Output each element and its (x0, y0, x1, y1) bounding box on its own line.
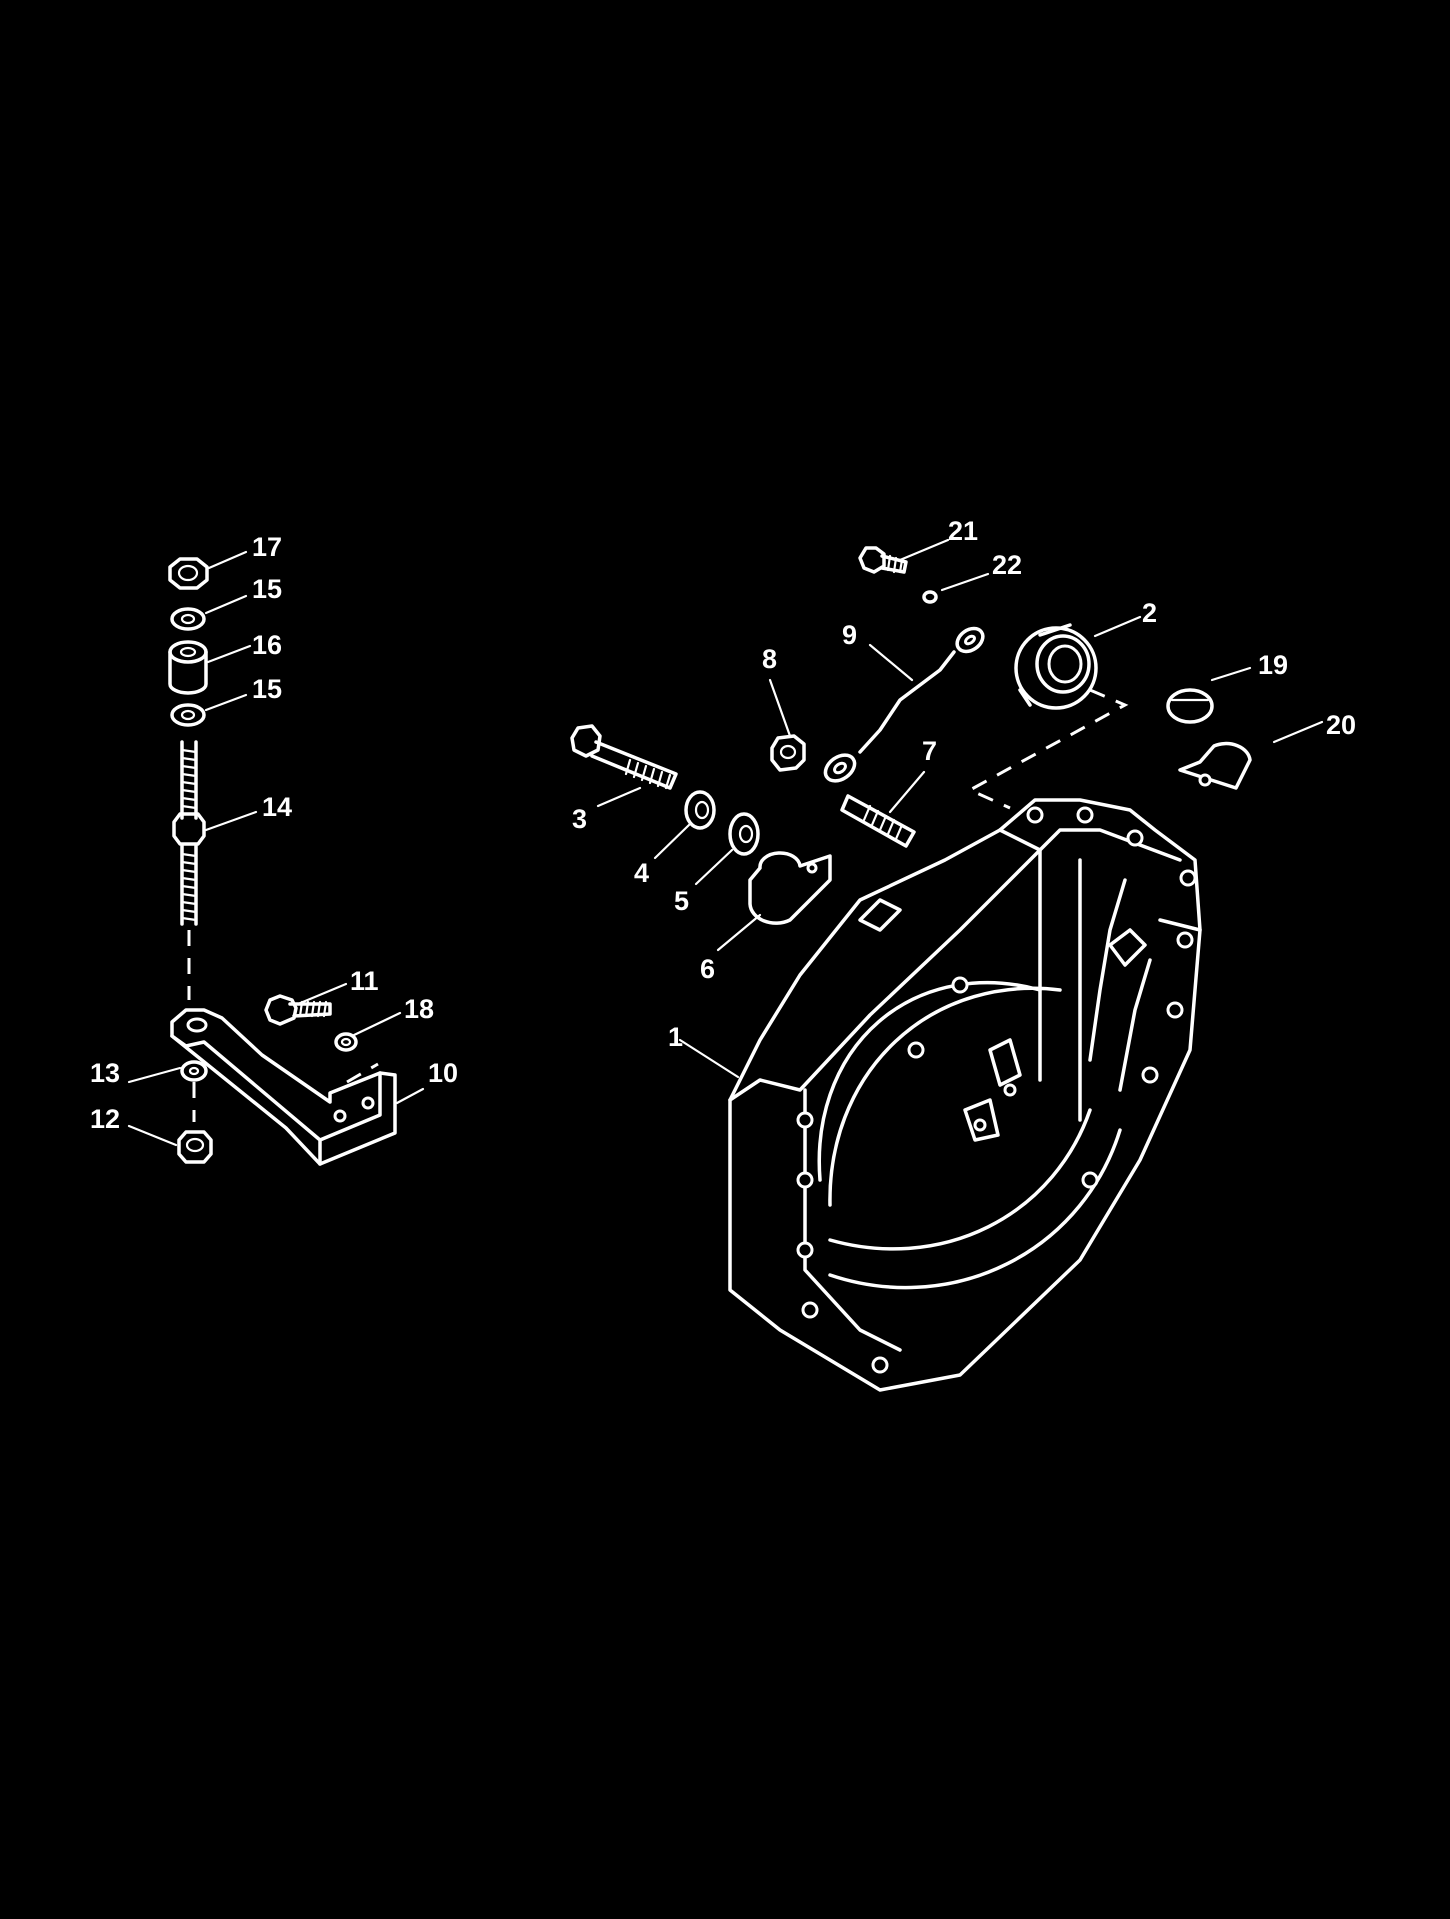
part-11-bolt (264, 994, 332, 1026)
part-7-stud (840, 794, 916, 848)
part-2-seal (1014, 623, 1098, 710)
part-12-nut (177, 1130, 213, 1164)
right-housing-assembly (570, 546, 1252, 1392)
callout-15-lower: 15 (252, 674, 282, 704)
callout-6: 6 (700, 954, 715, 984)
callout-22: 22 (992, 550, 1022, 580)
callout-10: 10 (428, 1058, 458, 1088)
callout-3: 3 (572, 804, 587, 834)
part-1-flywheel-housing (728, 798, 1202, 1392)
callout-5: 5 (674, 886, 689, 916)
part-21-screw (858, 546, 908, 574)
callout-14: 14 (262, 792, 292, 822)
left-mount-assembly (168, 557, 397, 1166)
part-4-washer (684, 790, 716, 830)
callout-17: 17 (252, 532, 282, 562)
callout-8: 8 (762, 644, 777, 674)
part-16-spacer (168, 640, 208, 695)
part-15-washer-upper (170, 607, 206, 631)
callout-16: 16 (252, 630, 282, 660)
callout-20: 20 (1326, 710, 1356, 740)
leader-lines (127, 538, 1324, 1147)
callout-15-upper: 15 (252, 574, 282, 604)
part-14-threaded-stud (172, 740, 206, 1000)
callout-labels: 17 15 16 15 14 11 18 13 12 10 1 2 3 4 5 … (90, 516, 1356, 1134)
callout-13: 13 (90, 1058, 120, 1088)
part-15-washer-lower (170, 703, 206, 727)
callout-11: 11 (350, 966, 379, 996)
part-9-ground-cable (823, 626, 985, 783)
part-17-nut (168, 557, 209, 590)
part-22-washer (922, 590, 938, 604)
callout-2: 2 (1142, 598, 1157, 628)
part-18-lock-washer (334, 1032, 358, 1052)
callout-7: 7 (922, 736, 937, 766)
callout-9: 9 (842, 620, 857, 650)
part-13-washer (180, 1060, 208, 1082)
part-20-clamp (1178, 741, 1252, 790)
part-19-plug (1166, 688, 1214, 724)
callout-12: 12 (90, 1104, 120, 1134)
part-10-bracket (170, 1008, 397, 1166)
part-3-bolt (570, 724, 678, 790)
part-8-nut (770, 734, 806, 772)
callout-4: 4 (634, 858, 649, 888)
callout-18: 18 (404, 994, 434, 1024)
part-6-clamp (748, 851, 832, 925)
callout-21: 21 (948, 516, 978, 546)
part-5-washer (728, 812, 760, 856)
callout-1: 1 (668, 1022, 683, 1052)
callout-19: 19 (1258, 650, 1288, 680)
